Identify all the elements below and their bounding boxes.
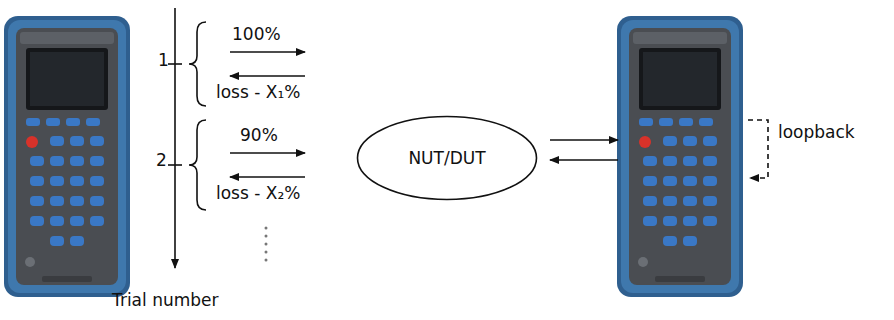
axis-label: Trial number [112, 290, 219, 310]
tester-device [4, 16, 130, 297]
link-arrow [550, 139, 618, 141]
rate-label: 100% [232, 24, 281, 44]
ellipse-shape [358, 117, 537, 200]
link-arrow [550, 159, 618, 161]
send-arrow [230, 152, 305, 154]
loopback-path [748, 120, 768, 178]
continuation-dots [265, 227, 268, 262]
network-ellipse: NUT/DUT [356, 115, 538, 201]
tester-device [617, 16, 743, 297]
rate-label: loss - X₂% [216, 183, 300, 203]
trial-number: 2 [156, 150, 167, 170]
axis-tick [168, 164, 182, 166]
node-text: NUT/DUT [408, 148, 485, 168]
return-arrow [230, 75, 305, 77]
rate-label: loss - X₁% [216, 82, 300, 102]
loopback-label: loopback [778, 122, 855, 142]
trial-number: 1 [158, 50, 169, 70]
return-arrow [230, 176, 305, 178]
brace [189, 120, 206, 210]
axis-tick [168, 63, 182, 65]
time-axis [174, 8, 176, 268]
rate-label: 90% [240, 125, 278, 145]
send-arrow [230, 51, 305, 53]
brace [189, 22, 206, 106]
